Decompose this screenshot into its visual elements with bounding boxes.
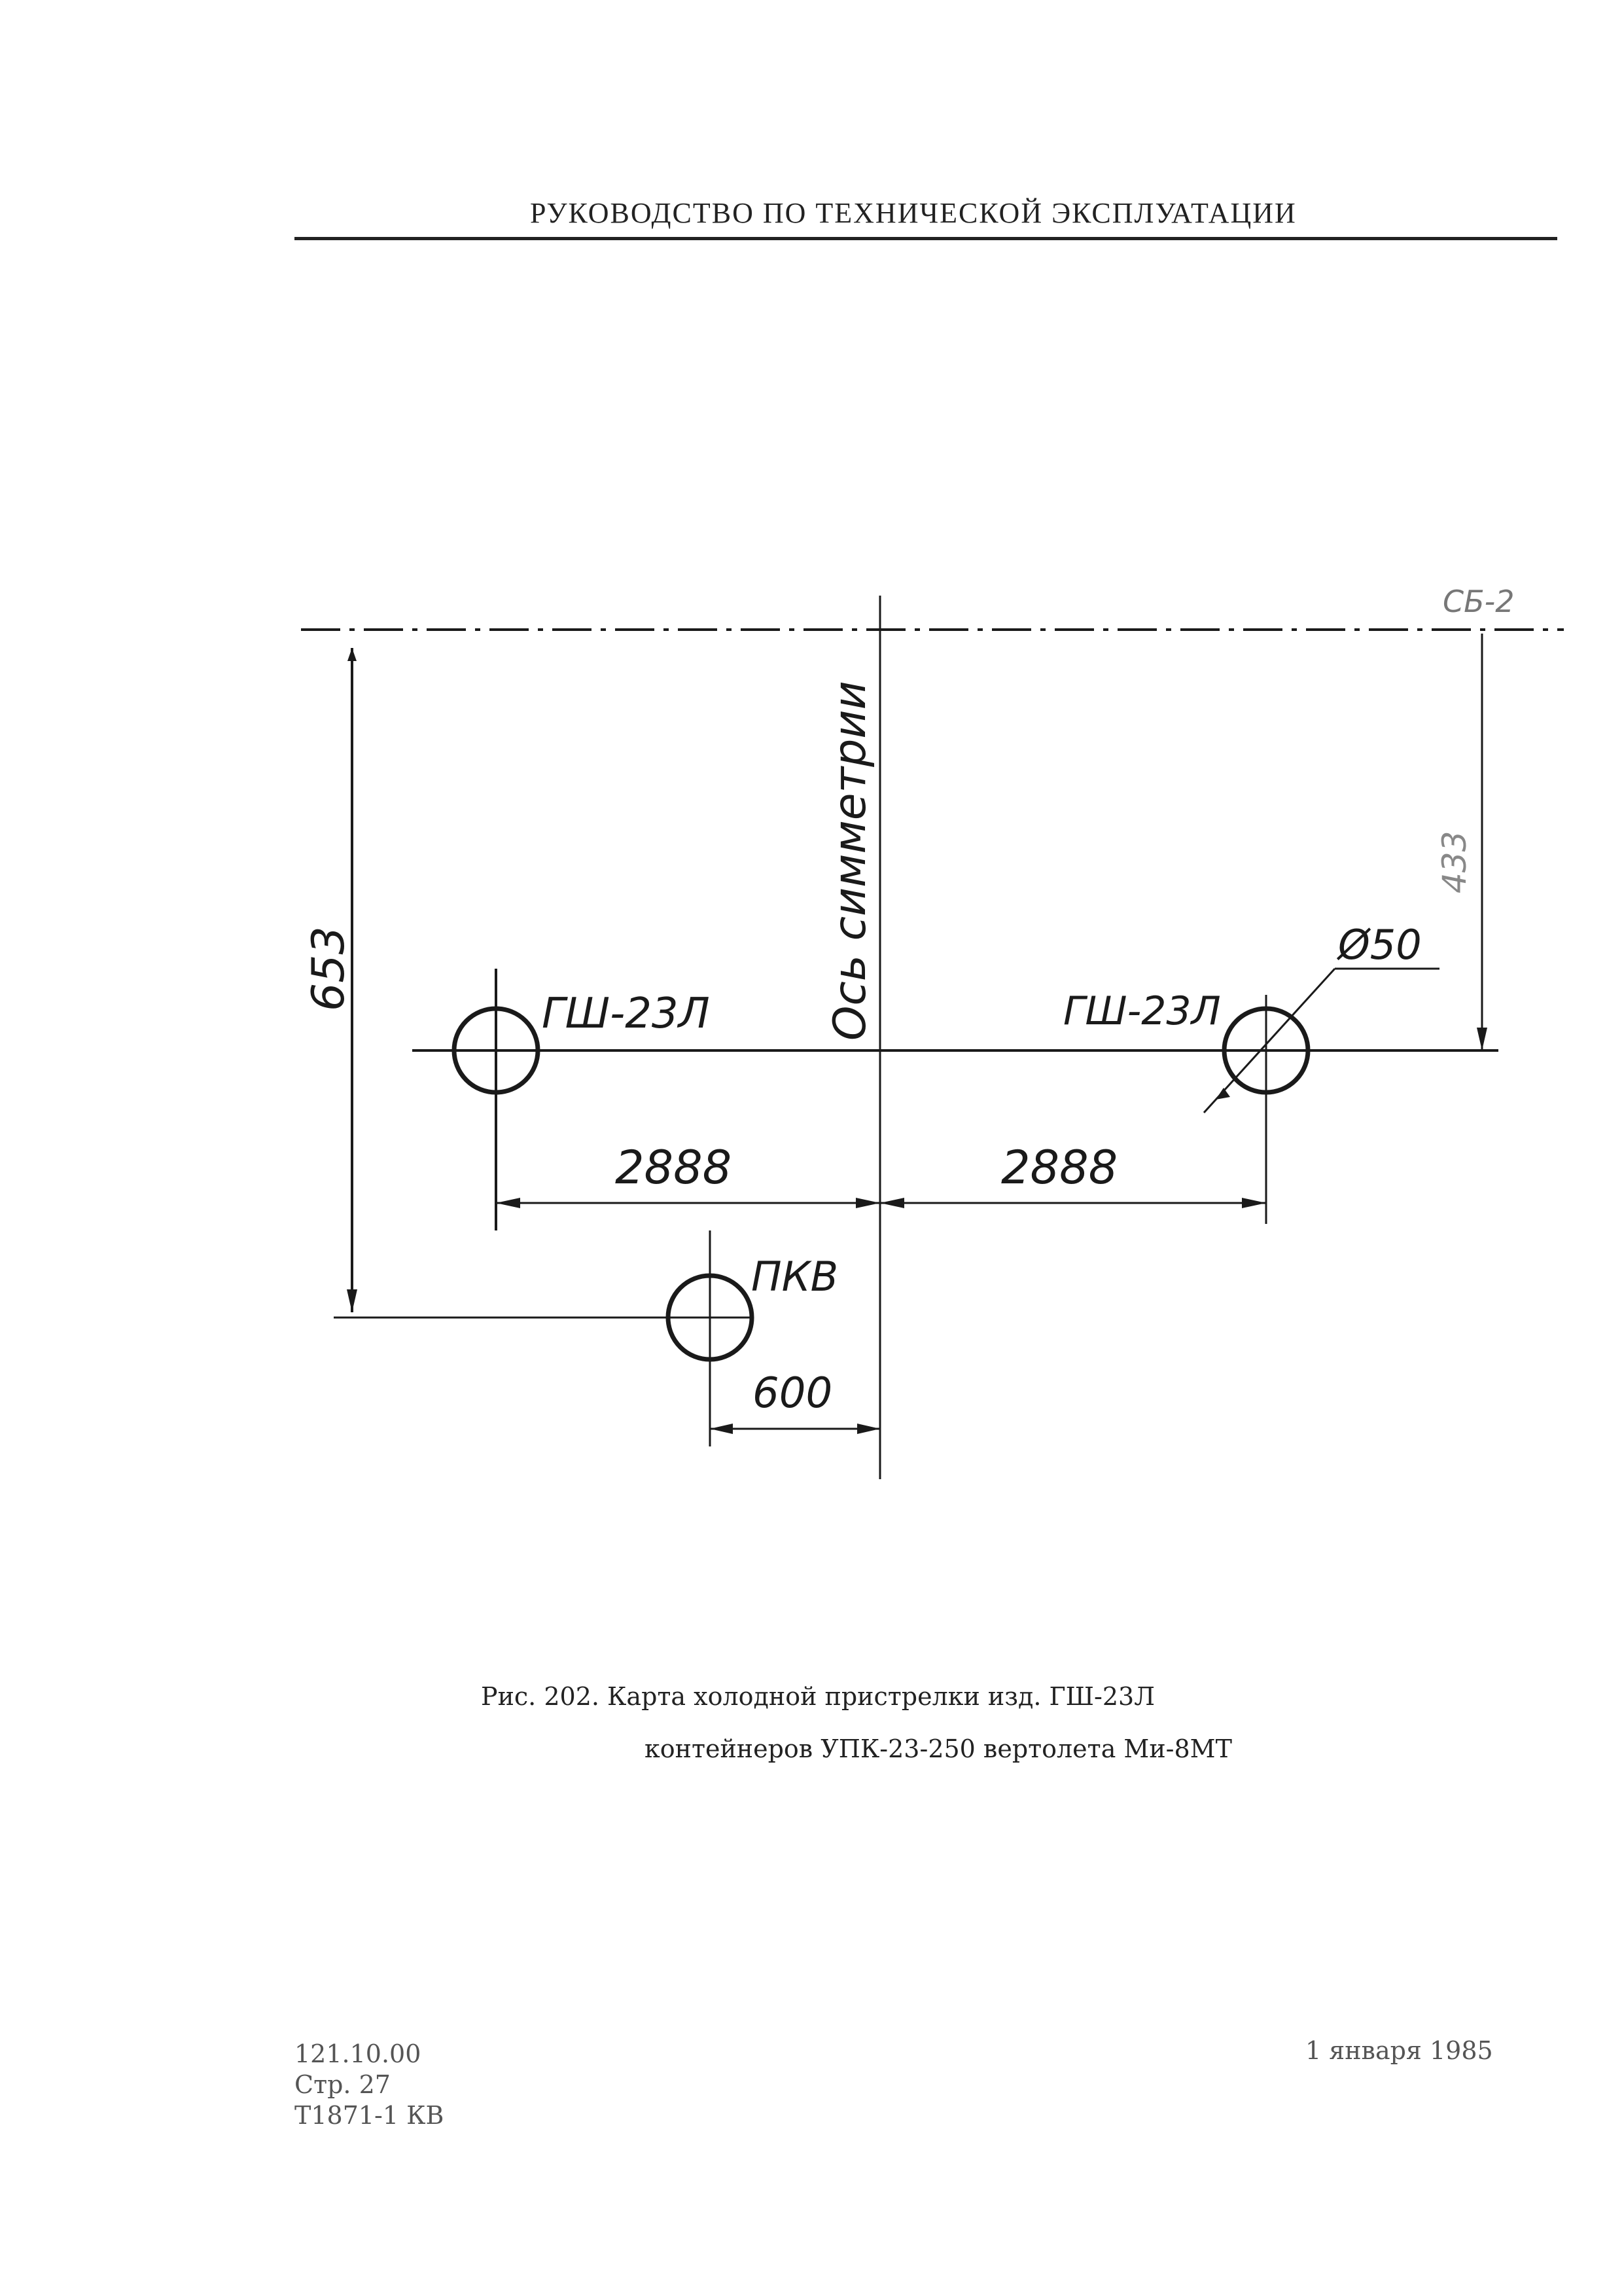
figure-caption-line1: Рис. 202. Карта холодной пристрелки изд.…: [481, 1682, 1155, 1711]
header-rule: [294, 237, 1557, 240]
footer-page: Стр. 27: [294, 2070, 391, 2099]
dim-2888-right-label: 2888: [1001, 1141, 1118, 1194]
footer-date: 1 января 1985: [1305, 2036, 1493, 2065]
left-gun-label: ГШ-23Л: [542, 990, 710, 1038]
symmetry-axis-label: Ось симметрии: [824, 681, 876, 1041]
dim-653-label: 653: [303, 926, 355, 1011]
datum-label: СБ-2: [1443, 584, 1515, 619]
document-header-title: РУКОВОДСТВО ПО ТЕХНИЧЕСКОЙ ЭКСПЛУАТАЦИИ: [530, 197, 1297, 229]
footer-doc-number: Т1871-1 КВ: [294, 2101, 444, 2130]
dim-600-label: 600: [752, 1369, 832, 1418]
dim-433-label: 433: [1436, 831, 1474, 893]
footer-code: 121.10.00: [294, 2039, 421, 2068]
sight-label: ПКВ: [751, 1253, 838, 1300]
diameter-leader: [1203, 967, 1336, 1114]
figure-caption-line2: контейнеров УПК-23-250 вертолета Ми-8МТ: [644, 1734, 1232, 1763]
dim-2888-left-label: 2888: [615, 1141, 732, 1194]
diameter-label: Ø50: [1336, 921, 1422, 969]
right-gun-label: ГШ-23Л: [1063, 988, 1221, 1034]
